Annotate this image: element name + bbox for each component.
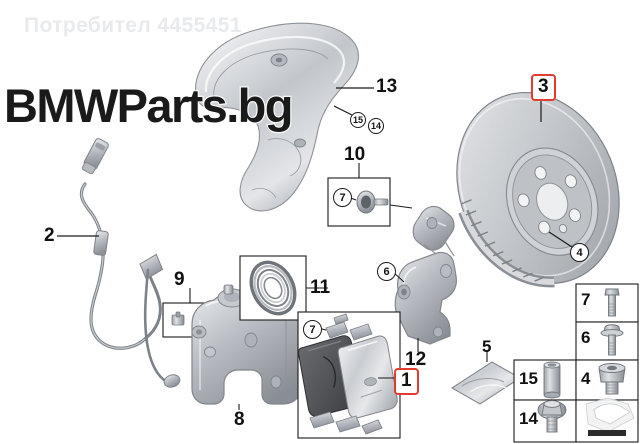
user-watermark: Потребител 4455451	[24, 14, 242, 37]
callout-8[interactable]: 8	[234, 409, 245, 430]
callout-4[interactable]: 4	[570, 243, 589, 262]
part-caliper-carrier-bracket	[392, 205, 457, 352]
callout-2[interactable]: 2	[44, 225, 55, 246]
part-brake-dust-shield	[194, 22, 360, 212]
legend-number-6: 6	[581, 328, 591, 347]
callout-3[interactable]: 3	[531, 74, 556, 101]
callout-10[interactable]: 10	[344, 144, 366, 165]
callout-11[interactable]: 11	[310, 277, 331, 298]
legend-box	[513, 283, 639, 443]
legend-number-4: 4	[581, 369, 591, 388]
callout-5[interactable]: 5	[482, 337, 492, 356]
callout-13[interactable]: 13	[376, 76, 398, 97]
callout-7-pad-kit[interactable]: 7	[303, 320, 322, 339]
legend-number-14: 14	[519, 409, 538, 428]
callout-12[interactable]: 12	[405, 349, 427, 370]
site-logo-watermark: BMWParts.bg	[3, 78, 295, 134]
callout-6[interactable]: 6	[377, 262, 396, 281]
callout-7-guide-bush[interactable]: 7	[333, 188, 352, 207]
part-grease-sachet	[450, 350, 522, 405]
callout-9[interactable]: 9	[174, 269, 185, 290]
part-abs-wheel-speed-sensor	[79, 138, 181, 388]
part-ventilated-brake-disc	[456, 91, 620, 288]
callout-15[interactable]: 15	[350, 112, 366, 128]
callout-14[interactable]: 14	[368, 118, 384, 134]
callout-1[interactable]: 1	[394, 368, 419, 395]
part-piston-seal-ring	[239, 255, 328, 321]
legend-number-15: 15	[519, 369, 538, 388]
legend-number-7: 7	[581, 290, 591, 309]
